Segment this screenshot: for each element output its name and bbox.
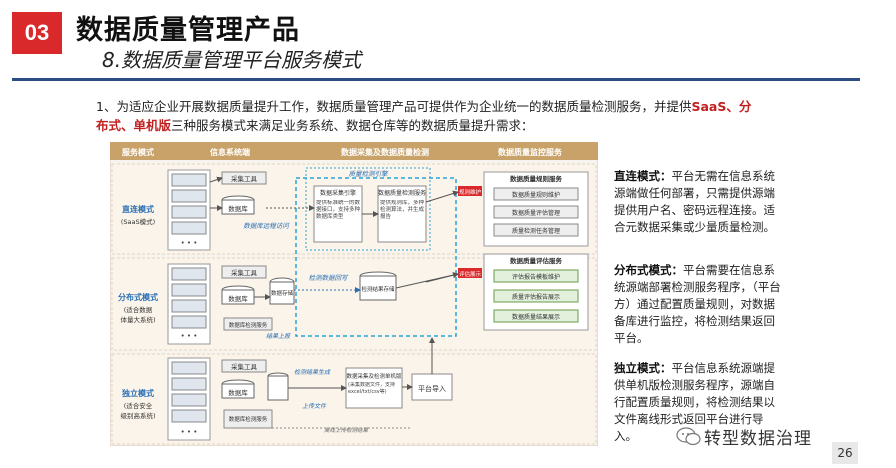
task-manage-button[interactable] (493, 223, 579, 237)
svg-text:• • •: • • • (181, 428, 198, 436)
side-text-distributed: 平台需要在信息系统源端部署检测服务程序，（平台方）通过配置质量规则，对数据备库进… (614, 263, 781, 345)
col-header-mode: 服务模式 (122, 147, 154, 157)
report-template-button[interactable] (493, 269, 579, 283)
collect-tool-box-3 (221, 359, 267, 373)
title-divider (12, 78, 860, 81)
col-header-system: 信息系统端 (210, 147, 250, 157)
distributed-zone (295, 177, 457, 337)
svg-text:• • •: • • • (181, 332, 198, 340)
database-label-2: 数据库 (228, 294, 248, 303)
upload-file-label: 上传文件 (302, 402, 327, 410)
intro-text-2: 三种服务模式来满足业务系统、数据仓库等的数据质量提升需求： (171, 118, 534, 133)
eval-tag-label: 评估展示 (459, 270, 482, 278)
collect-result-label: 检测结果生成 (294, 368, 331, 376)
side-text-standalone: 平台信息系统源端提供单机版检测服务程序，源端自行配置质量规则，将检测结果以文件离… (614, 361, 775, 443)
collect-engine-label: 数据采集引擎 (320, 189, 356, 197)
direct-zone (305, 167, 431, 251)
standalone-desc: (采集数据文件，支持excel/txt/csv等) (348, 382, 395, 395)
page-subtitle: 8.数据质量管理平台服务模式 (102, 48, 362, 72)
store-label: 数据存储 (271, 289, 294, 297)
quality-service-box (377, 185, 427, 243)
eval-tag (458, 268, 482, 278)
remote-access-label: 数据库远程访问 (243, 222, 290, 230)
eval-manage-button[interactable] (493, 205, 579, 219)
rule-tag (458, 186, 482, 196)
collect-tool-label-2: 采集工具 (231, 268, 258, 277)
upload-label: 结果上报 (266, 332, 291, 340)
task-manage-label: 质量检测任务管理 (512, 227, 560, 235)
mode-sub2-distributed: 体量大系统) (120, 315, 155, 324)
mode-label-standalone: 独立模式 (121, 388, 154, 398)
svg-text:• • •: • • • (181, 239, 198, 247)
service-mode-diagram: 服务模式 信息系统端 数据采集及数据质量检测 数据质量监控服务 直连模式 (Sa… (110, 142, 598, 446)
dist-result-label: 检测结果存储 (361, 285, 395, 293)
footer-brand: 转型数据治理 (704, 429, 812, 449)
platform-import-label: 平台导入 (418, 384, 446, 393)
collect-tool-box-2 (221, 265, 267, 279)
result-show-button[interactable] (493, 309, 579, 323)
mode-sub-distributed: (适合数据 (124, 305, 153, 314)
side-text-direct: 平台无需在信息系统源端做任何部署，只需提供源端提供用户名、密码远程连接。适合元数… (614, 169, 775, 234)
rule-service-title: 数据质量规则服务 (510, 174, 563, 183)
side-note-direct: 直连模式：平台无需在信息系统源端做任何部署，只需提供源端提供用户名、密码远程连接… (614, 168, 784, 236)
mode-sub-standalone: (适合安全 (124, 401, 153, 410)
check-service-label: 数据库检测服务 (229, 321, 268, 329)
report-template-label: 评估报告模板维护 (512, 273, 560, 281)
offline-label: 离线上传检测结果 (324, 427, 369, 434)
mode-label-distributed: 分布式模式 (118, 292, 158, 302)
collect-tool-label-1: 采集工具 (231, 174, 258, 183)
section-number-badge: 03 (12, 12, 62, 54)
side-title-distributed: 分布式模式： (614, 263, 683, 277)
system-stack-distributed: • • • (167, 263, 211, 345)
col-header-monitor: 数据质量监控服务 (498, 147, 563, 157)
side-note-distributed: 分布式模式：平台需要在信息系统源端部署检测服务程序，（平台方）通过配置质量规则，… (614, 262, 784, 347)
standalone-label: 数据采集及检测单机版 (346, 372, 402, 380)
check-service-box (223, 317, 273, 331)
check-service-box-3 (223, 409, 273, 429)
rule-maintain-button[interactable] (493, 187, 579, 201)
side-title-direct: 直连模式： (614, 169, 672, 183)
result-show-label: 数据质量结果展示 (512, 313, 560, 321)
side-note-standalone: 独立模式：平台信息系统源端提供单机版检测服务程序，源端自行配置质量规则，将检测结… (614, 360, 784, 445)
intro-paragraph: 1、为适应企业开展数据质量提升工作，数据质量管理产品可提供作为企业统一的数据质量… (96, 97, 756, 135)
col-header-collect: 数据采集及数据质量检测 (341, 147, 429, 157)
flow-writeback-label: 检测数据回写 (309, 274, 350, 282)
wechat-icon (676, 427, 701, 446)
platform-import-box (411, 373, 453, 401)
database-label-1: 数据库 (228, 204, 248, 213)
report-show-button[interactable] (493, 289, 579, 303)
rule-tag-label: 规则维护 (459, 188, 482, 196)
quality-agent-label: 质量检测引擎 (349, 170, 390, 178)
eval-manage-label: 数据质量评估管理 (512, 209, 560, 217)
collect-tool-label-3: 采集工具 (231, 362, 258, 371)
system-stack-direct: • • • (167, 169, 211, 251)
rule-maintain-label: 数据质量规则维护 (512, 191, 560, 199)
mode-sub-direct: (SaaS模式) (121, 217, 155, 226)
system-stack-standalone: • • • (167, 357, 211, 441)
page-number: 26 (832, 442, 858, 464)
quality-service-label: 数据质量检测服务 (378, 189, 426, 197)
standalone-box (345, 367, 403, 409)
page-title: 数据质量管理产品 (76, 15, 300, 46)
collect-engine-desc: 提供标准统一的数据接口，支持多种数据库类型 (316, 200, 360, 220)
report-show-label: 质量评估报告展示 (512, 293, 560, 301)
mode-sub2-standalone: 级别高系统) (120, 411, 155, 420)
diagram-header-row: 服务模式 信息系统端 数据采集及数据质量检测 数据质量监控服务 (110, 142, 598, 160)
intro-highlight: SaaS、分布式、单机版 (96, 99, 752, 133)
check-service-label-3: 数据库检测服务 (229, 415, 268, 423)
side-title-standalone: 独立模式： (614, 361, 672, 375)
eval-service-title: 数据质量评估服务 (510, 256, 563, 265)
collect-engine-box (313, 185, 363, 243)
intro-text-1: 1、为适应企业开展数据质量提升工作，数据质量管理产品可提供作为企业统一的数据质量… (96, 99, 692, 114)
database-label-3: 数据库 (228, 388, 248, 397)
mode-label-direct: 直连模式 (122, 204, 154, 214)
quality-service-desc: 提供规则库，多种检测算法，并生成报告 (380, 200, 424, 220)
